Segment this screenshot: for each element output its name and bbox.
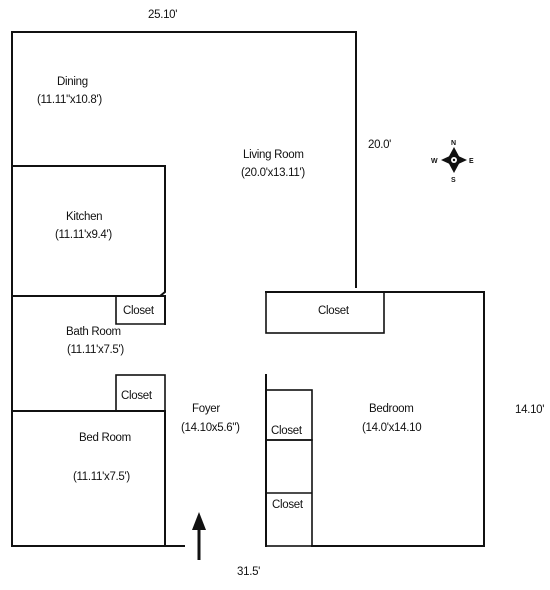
room-bedroom-size: (14.0'x14.10 <box>362 422 421 434</box>
room-bedroom-name: Bedroom <box>369 403 414 415</box>
kitchen-wall <box>11 165 166 297</box>
closet-bedroom-left-upper-label: Closet <box>271 425 303 437</box>
compass-s: S <box>451 177 456 184</box>
dimension-bottom: 31.5' <box>237 566 260 578</box>
room-foyer: Foyer (14.10x5.6") <box>181 403 240 434</box>
bath-closet-lower-box <box>115 374 166 412</box>
room-kitchen-size: (11.11'x9.4') <box>55 229 112 241</box>
room-bath: Bath Room (11.11'x7.5') <box>66 326 125 356</box>
room-dining: Dining (11.11"x10.8') <box>37 76 103 106</box>
room-bed-room-name: Bed Room <box>79 432 131 444</box>
room-foyer-name: Foyer <box>192 403 220 415</box>
room-bath-size: (11.11'x7.5') <box>67 344 124 356</box>
closet-bedroom-left-lower-label: Closet <box>272 499 304 511</box>
entry-arrow-icon <box>192 512 206 560</box>
room-kitchen: Kitchen (11.11'x9.4') <box>55 211 113 241</box>
closet-bedroom-top-label: Closet <box>318 305 350 317</box>
outer-wall-top <box>11 31 357 288</box>
bedroom-top-closet-box <box>265 291 385 334</box>
dimension-right-upper: 20.0' <box>368 139 391 151</box>
closet-bath-lower-label: Closet <box>121 390 153 402</box>
compass-w: W <box>431 158 438 165</box>
compass-n: N <box>451 140 456 147</box>
room-foyer-size: (14.10x5.6") <box>181 422 240 434</box>
room-living-name: Living Room <box>243 149 304 161</box>
compass-e: E <box>469 158 474 165</box>
room-dining-size: (11.11"x10.8') <box>37 94 102 106</box>
room-living-size: (20.0'x13.11') <box>241 167 305 179</box>
walls <box>11 31 485 547</box>
dimension-right-lower: 14.10' <box>515 404 544 416</box>
closet-bath-upper-label: Closet <box>123 305 155 317</box>
dimension-top: 25.10' <box>148 9 177 21</box>
room-bed-room: Bed Room (11.11'x7.5') <box>73 432 131 483</box>
compass-rose-icon: N S E W <box>431 140 474 184</box>
room-bath-name: Bath Room <box>66 326 121 338</box>
room-kitchen-name: Kitchen <box>66 211 102 223</box>
room-bed-room-size: (11.11'x7.5') <box>73 471 130 483</box>
room-bedroom: Bedroom (14.0'x14.10 <box>362 403 422 434</box>
room-dining-name: Dining <box>57 76 88 88</box>
room-living: Living Room (20.0'x13.11') <box>241 149 306 179</box>
